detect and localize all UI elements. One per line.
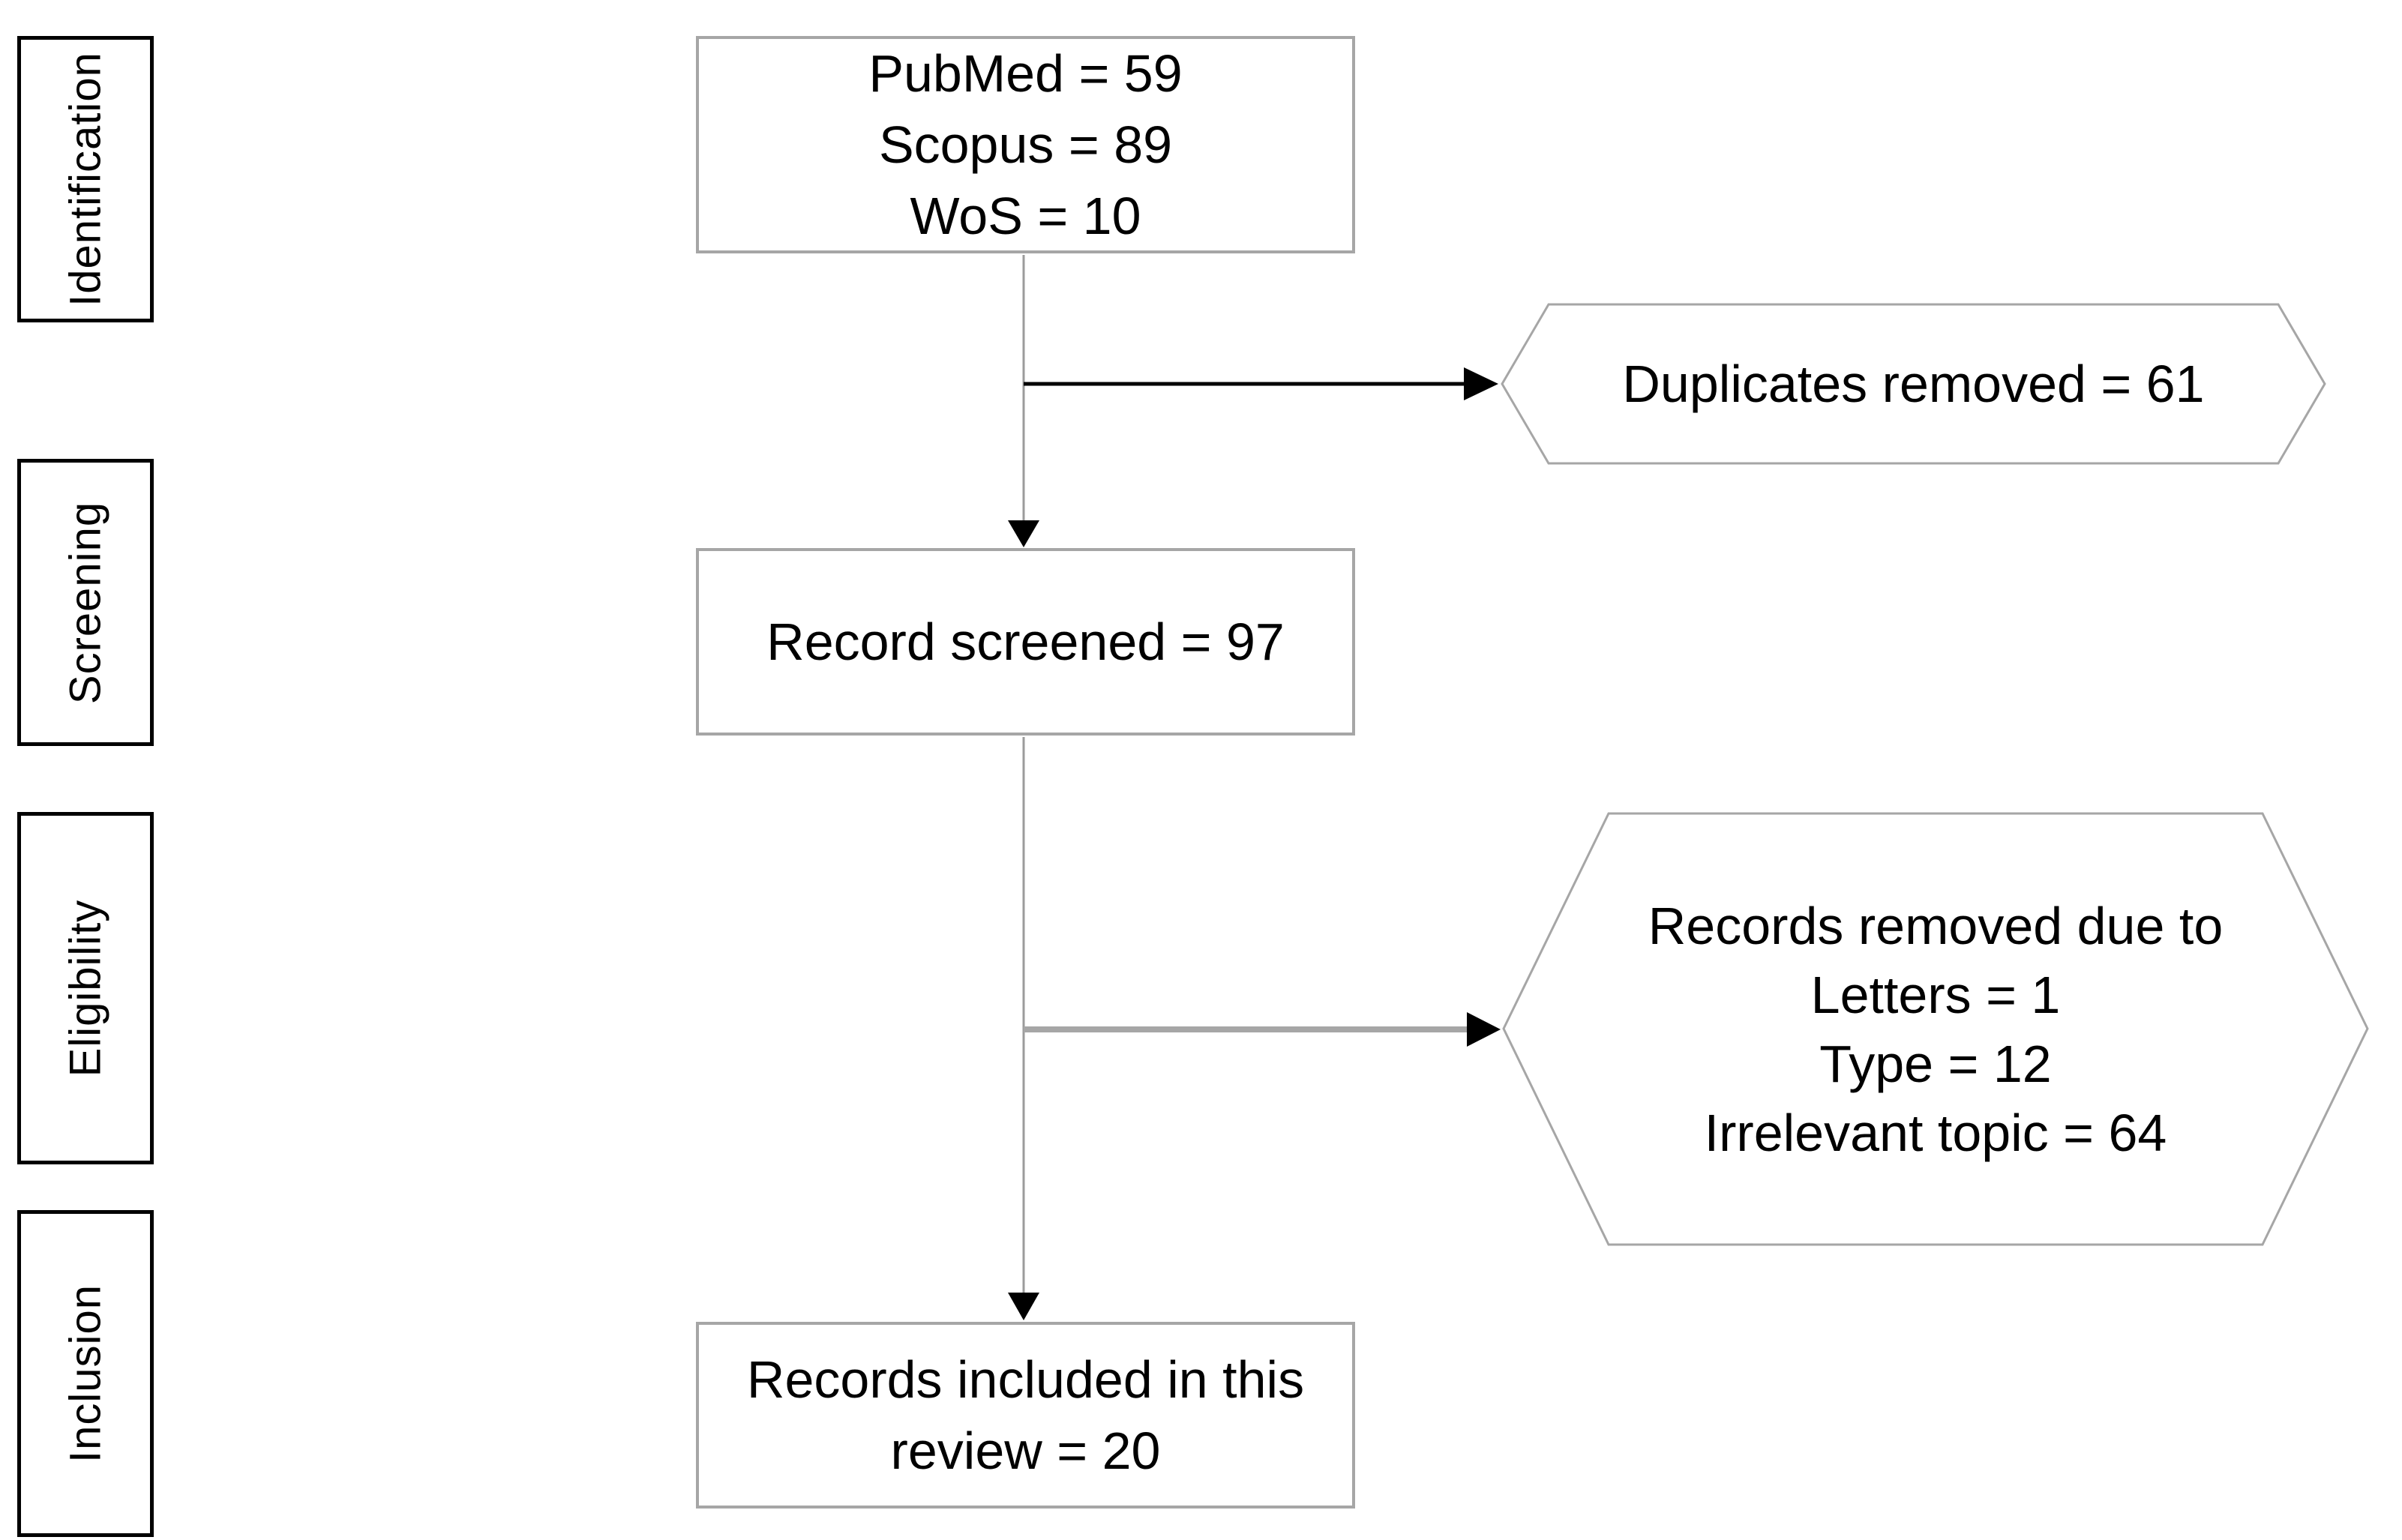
included-line-2: review = 20 bbox=[890, 1421, 1161, 1480]
sources-box: PubMed = 59 Scopus = 89 WoS = 10 bbox=[696, 36, 1355, 253]
duplicates-hexagon-text: Duplicates removed = 61 bbox=[1549, 304, 2278, 463]
stage-label-inclusion: Inclusion bbox=[61, 1284, 110, 1463]
sources-line-scopus: Scopus = 89 bbox=[878, 115, 1173, 174]
screened-line: Record screened = 97 bbox=[766, 612, 1285, 671]
included-box: Records included in this review = 20 bbox=[696, 1322, 1355, 1509]
included-line-1: Records included in this bbox=[746, 1350, 1305, 1409]
stage-label-identification: Identification bbox=[61, 52, 110, 307]
screened-box: Record screened = 97 bbox=[696, 548, 1355, 736]
removed-line-irrelevant: Irrelevant topic = 64 bbox=[1704, 1103, 2167, 1162]
arrowhead-down-screened bbox=[1008, 520, 1039, 547]
duplicates-line: Duplicates removed = 61 bbox=[1622, 355, 2205, 413]
removed-line-letters: Letters = 1 bbox=[1810, 965, 2061, 1024]
duplicates-hexagon-outline bbox=[1501, 303, 2326, 465]
sources-line-pubmed: PubMed = 59 bbox=[868, 43, 1183, 103]
arrowhead-down-included bbox=[1008, 1293, 1039, 1320]
stage-box-inclusion: Inclusion bbox=[17, 1210, 154, 1537]
stage-box-eligibility: Eligibility bbox=[17, 812, 154, 1164]
stage-label-eligibility: Eligibility bbox=[61, 899, 110, 1077]
stage-label-screening: Screening bbox=[61, 501, 110, 704]
removed-hexagon-text: Records removed due to Letters = 1 Type … bbox=[1609, 813, 2263, 1245]
arrowhead-right-duplicates bbox=[1464, 367, 1498, 400]
removed-line-type: Type = 12 bbox=[1819, 1034, 2052, 1093]
arrowhead-right-removed bbox=[1467, 1012, 1501, 1047]
removed-line-title: Records removed due to bbox=[1648, 896, 2224, 955]
stage-box-identification: Identification bbox=[17, 36, 154, 322]
stage-box-screening: Screening bbox=[17, 459, 154, 746]
sources-line-wos: WoS = 10 bbox=[910, 186, 1141, 245]
removed-hexagon-outline bbox=[1502, 812, 2369, 1246]
